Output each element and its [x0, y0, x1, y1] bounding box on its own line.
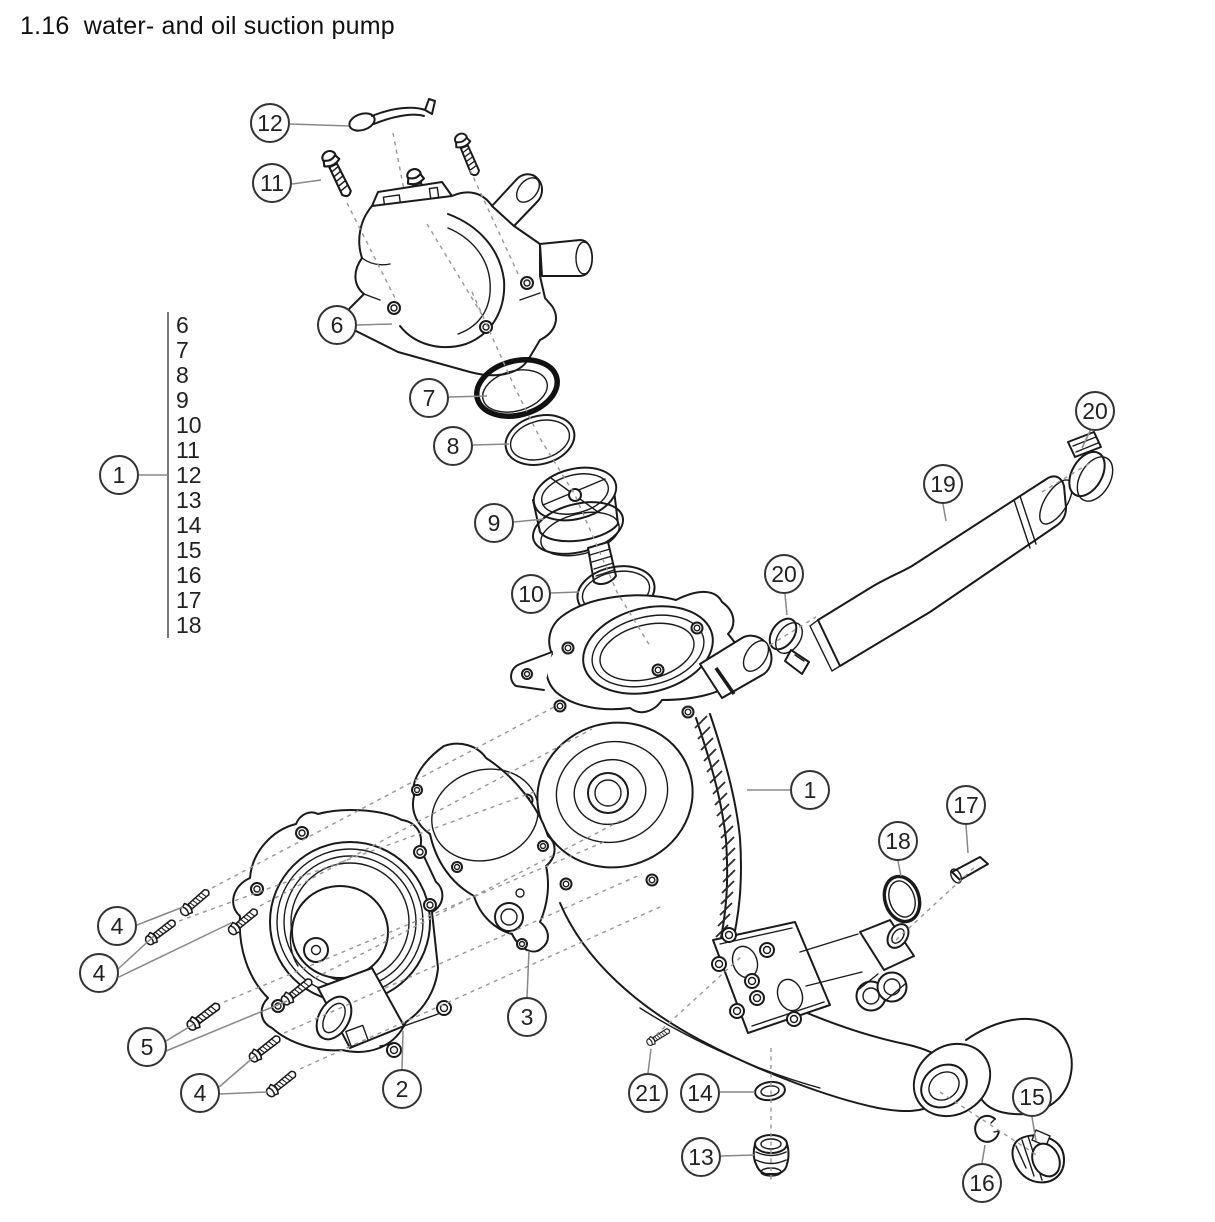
- hose-clamp-20-right-drawing: [1067, 431, 1114, 502]
- balloon-1-housing[interactable]: 1: [790, 770, 830, 810]
- assembly-axes: [178, 132, 1091, 1182]
- balloon-4-bottom[interactable]: 4: [180, 1073, 220, 1113]
- pin-17-drawing: [949, 856, 989, 884]
- hose-clamp-20-mid-drawing: [768, 617, 810, 675]
- balloon-5[interactable]: 5: [127, 1027, 167, 1067]
- balloon-18[interactable]: 18: [878, 821, 918, 861]
- washer-14-drawing: [754, 1080, 786, 1102]
- parts-list-item: 18: [176, 612, 202, 638]
- leader-lines: [117, 123, 1092, 1164]
- balloon-4-top[interactable]: 4: [97, 906, 137, 946]
- balloon-6[interactable]: 6: [317, 305, 357, 345]
- balloon-12[interactable]: 12: [250, 103, 290, 143]
- seal-ring-7-drawing: [474, 357, 560, 419]
- main-housing-drawing: [510, 591, 1073, 1118]
- balloon-4-mid[interactable]: 4: [79, 953, 119, 993]
- balloon-3[interactable]: 3: [507, 997, 547, 1037]
- balloon-20-right[interactable]: 20: [1075, 391, 1115, 431]
- parts-list-item: 7: [176, 337, 189, 363]
- parts-list-item: 10: [176, 412, 202, 438]
- balloon-1-list[interactable]: 1: [99, 455, 139, 495]
- gasket-3-drawing: [411, 742, 556, 953]
- plate-bolts: [711, 927, 802, 1027]
- coolant-hose-19-drawing: [809, 475, 1073, 672]
- balloon-8[interactable]: 8: [433, 426, 473, 466]
- parts-list-item: 6: [176, 312, 189, 338]
- balloon-10[interactable]: 10: [511, 574, 551, 614]
- o-ring-18-drawing: [882, 874, 922, 924]
- balloon-15[interactable]: 15: [1012, 1077, 1052, 1117]
- o-ring-8-drawing: [504, 414, 576, 466]
- parts-list-item: 9: [176, 387, 189, 413]
- parts-list-item: 17: [176, 587, 202, 613]
- parts-list-item: 14: [176, 512, 202, 538]
- circlip-16-drawing: [974, 1114, 1000, 1143]
- balloon-2[interactable]: 2: [382, 1069, 422, 1109]
- balloon-19[interactable]: 19: [923, 464, 963, 504]
- balloon-7[interactable]: 7: [409, 378, 449, 418]
- balloon-16[interactable]: 16: [962, 1163, 1002, 1203]
- parts-list-item: 16: [176, 562, 202, 588]
- balloon-17[interactable]: 17: [946, 785, 986, 825]
- balloon-21[interactable]: 21: [628, 1073, 668, 1113]
- parts-list-item: 11: [176, 437, 200, 463]
- plug-15-drawing: [1011, 1129, 1065, 1184]
- balloon-9[interactable]: 9: [474, 503, 514, 543]
- parts-list-item: 12: [176, 462, 202, 488]
- page-title: 1.16 water- and oil suction pump: [20, 12, 395, 40]
- balloon-20-mid[interactable]: 20: [764, 554, 804, 594]
- thermostat-9-drawing: [531, 466, 625, 585]
- parts-list-item: 13: [176, 487, 202, 513]
- balloon-14[interactable]: 14: [680, 1073, 720, 1113]
- thermostat-housing-drawing: [345, 173, 593, 377]
- screw-21-drawing: [644, 1025, 673, 1048]
- retaining-clip-12-drawing: [348, 98, 436, 132]
- parts-list-item: 8: [176, 362, 189, 388]
- balloon-13[interactable]: 13: [681, 1137, 721, 1177]
- parts-list-item: 15: [176, 537, 202, 563]
- balloon-11[interactable]: 11: [252, 163, 292, 203]
- water-pump-2-drawing: [232, 809, 452, 1058]
